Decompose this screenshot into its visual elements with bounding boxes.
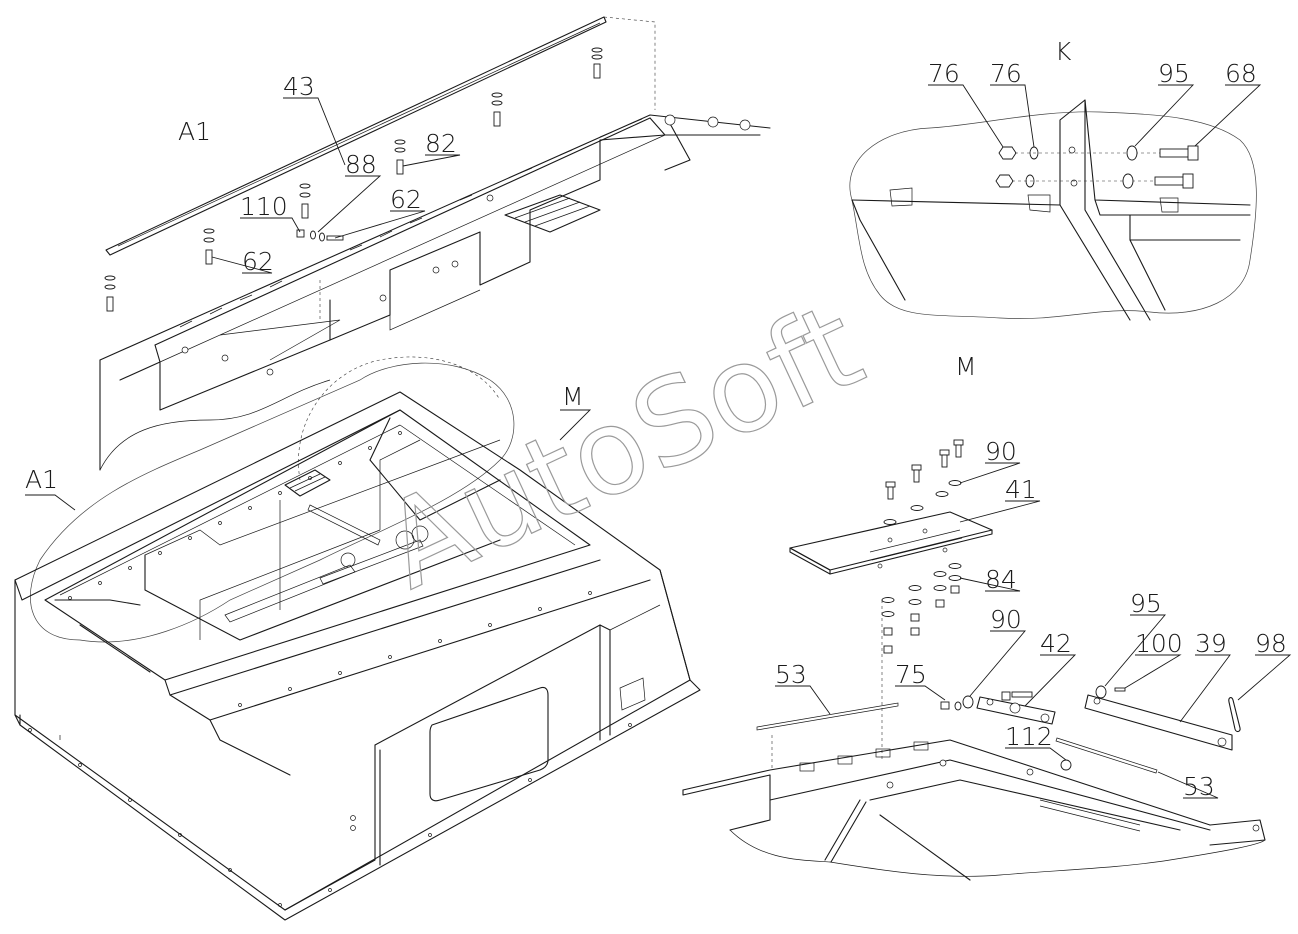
- callout-43: 43: [283, 72, 315, 101]
- view-label-m-main: M: [562, 382, 584, 411]
- lid-exploded-view: [99, 16, 771, 471]
- detail-k-outline: [849, 111, 1257, 319]
- callout-112: 112: [1005, 722, 1053, 751]
- callout-62b: 62: [242, 247, 274, 276]
- view-label-a1-main: A1: [25, 465, 58, 494]
- bolt-stack-4: [299, 183, 311, 219]
- hinge-knuckles: [179, 118, 643, 328]
- callout-95-k: 95: [1158, 59, 1190, 88]
- view-label-k: K: [1055, 37, 1072, 66]
- callout-42: 42: [1040, 629, 1072, 658]
- callout-90b: 90: [990, 605, 1022, 634]
- watermark: AutoSoft: [364, 276, 882, 615]
- callout-82: 82: [425, 129, 457, 158]
- hinge-bolt-set: [296, 229, 344, 242]
- callout-53a: 53: [775, 660, 807, 689]
- callout-95-m: 95: [1130, 589, 1162, 618]
- callout-100: 100: [1135, 629, 1183, 658]
- callout-110: 110: [240, 192, 288, 221]
- callout-88: 88: [345, 150, 377, 179]
- bolt-stack-5: [203, 228, 215, 265]
- bolt-stack-6: [104, 275, 116, 312]
- callout-39: 39: [1195, 629, 1227, 658]
- callout-90a: 90: [985, 437, 1017, 466]
- callout-68: 68: [1225, 59, 1257, 88]
- callout-75: 75: [895, 660, 927, 689]
- m-under-hardware: [881, 563, 974, 711]
- callout-62a: 62: [390, 185, 422, 214]
- view-label-m-detail: M: [955, 352, 977, 381]
- bolt-stack-2: [491, 92, 503, 127]
- m-base-tabs: [799, 741, 929, 772]
- callouts: 43 88 82 110 62 62 76 76 95 68 90 41 84 …: [211, 59, 1292, 801]
- callout-98: 98: [1255, 629, 1287, 658]
- detail-cloud-a1: [30, 362, 515, 643]
- rim-rivets: [28, 431, 632, 907]
- view-label-a1-top: A1: [178, 117, 211, 146]
- detail-m-view: [682, 439, 1266, 881]
- m-top-bolts: [883, 439, 964, 525]
- bolt-stack-1: [591, 47, 603, 79]
- bolt-stack-3: [394, 139, 406, 175]
- callout-41: 41: [1005, 475, 1037, 504]
- callout-76a: 76: [928, 59, 960, 88]
- callout-76b: 76: [990, 59, 1022, 88]
- callout-53b: 53: [1183, 772, 1215, 801]
- main-body-view: [14, 356, 701, 921]
- detail-k-view: [849, 99, 1257, 321]
